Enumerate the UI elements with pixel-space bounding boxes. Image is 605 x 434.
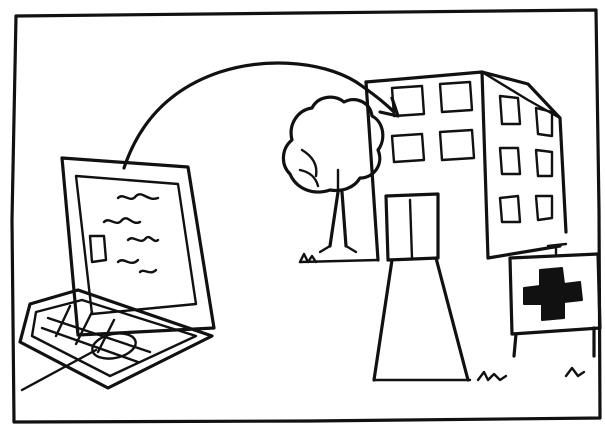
- ground-line: [300, 260, 378, 262]
- frame-border: [12, 10, 600, 422]
- laptop-cable: [22, 350, 96, 390]
- medical-sign-icon: [510, 244, 600, 356]
- building-door: [386, 194, 438, 260]
- building-windows: [392, 82, 552, 222]
- connection-arrow: [124, 63, 398, 168]
- walkway: [374, 258, 470, 380]
- medical-cross-icon: [524, 268, 582, 320]
- building-icon: [366, 72, 566, 260]
- laptop-icon: [20, 158, 214, 390]
- screen-content: [90, 194, 158, 272]
